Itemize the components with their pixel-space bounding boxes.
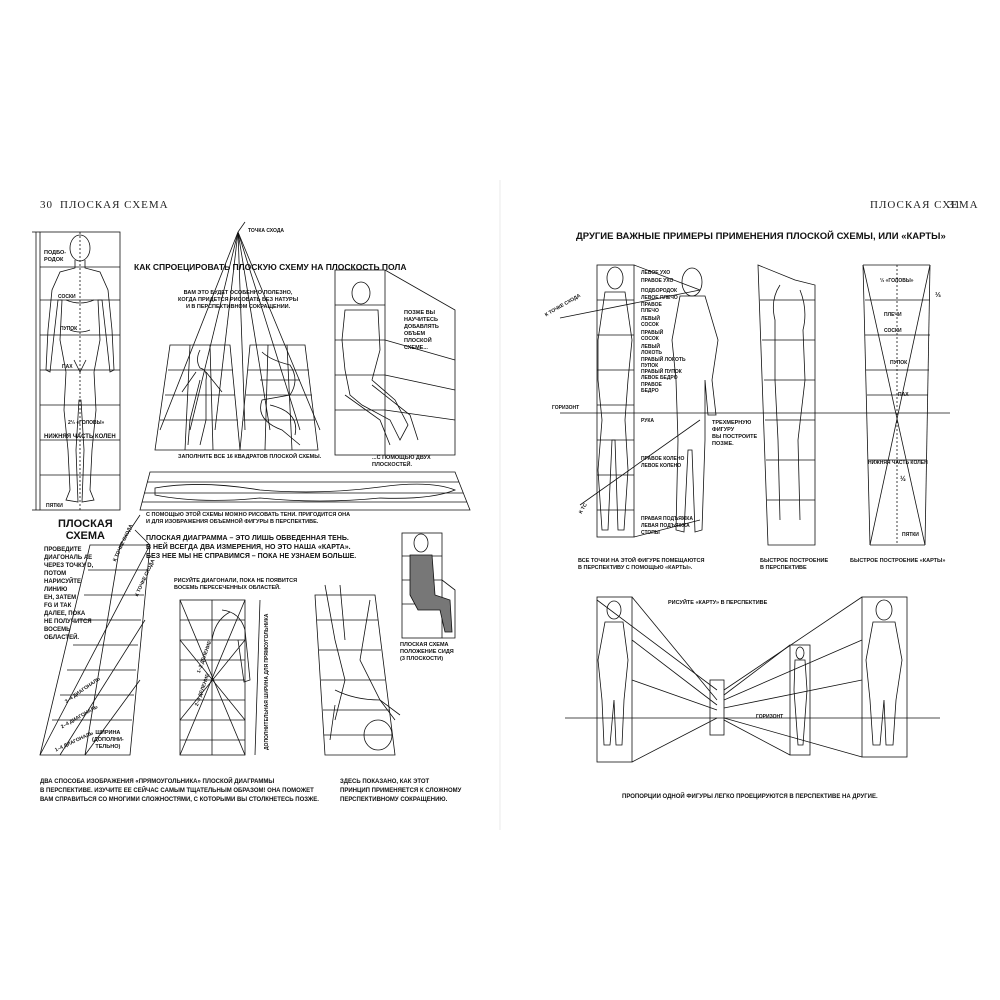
caption-quick-1: БЫСТРОЕ ПОСТРОЕНИЕ В ПЕРСПЕКТИВЕ xyxy=(760,558,829,571)
tochka-skhoda: ТОЧКА СХОДА xyxy=(248,228,285,234)
label-pupok: ПУПОК xyxy=(60,326,78,332)
bottom-caption-right: ЗДЕСЬ ПОКАЗАНО, КАК ЭТОТ ПРИНЦИП ПРИМЕНЯ… xyxy=(340,779,462,803)
body-label: ЛЕВОЕ ПЛЕЧО xyxy=(641,295,678,301)
ploskaya-shema-body: ПРОВЕДИТЕ ДИАГОНАЛЬ AE ЧЕРЕЗ ТОЧКУ D, ПО… xyxy=(44,547,94,641)
body-label: ПРАВОЕ ПЛЕЧО xyxy=(641,302,662,314)
body-label: ЛЕВОЕ КОЛЕНО xyxy=(641,463,682,469)
perspective-rect-1 xyxy=(39,514,151,756)
body-label: ПУПОК xyxy=(641,363,659,369)
label-golovy-right: ⅓ «ГОЛОВЫ» xyxy=(880,278,914,284)
horizontal-strip xyxy=(139,471,471,511)
caption-points: ВСЕ ТОЧКИ НА ЭТОЙ ФИГУРЕ ПОМЕЩАЮТСЯ В ПЕ… xyxy=(578,558,705,571)
right-running-head: ПЛОСКАЯ СХЕМА xyxy=(870,199,979,211)
body-label: ПРАВЫЙ ЛОКОТЬ xyxy=(641,357,686,363)
right-heading: ДРУГИЕ ВАЖНЫЕ ПРИМЕРЫ ПРИМЕНЕНИЯ ПЛОСКОЙ… xyxy=(576,231,946,242)
label-frac-third: ⅓ xyxy=(935,292,941,299)
label-shirina: ШИРИНА (ДОПОЛНИ- ТЕЛЬНО) xyxy=(92,730,124,750)
body-label: РУКА xyxy=(641,418,655,424)
projection-heading: КАК СПРОЕЦИРОВАТЬ ПЛОСКУЮ СХЕМУ НА ПЛОСК… xyxy=(134,262,407,272)
label-pyatki-right: ПЯТКИ xyxy=(902,532,919,538)
right-page-number: 31 xyxy=(948,199,961,211)
label-pupok-right: ПУПОК xyxy=(890,360,908,366)
left-running-head: ПЛОСКАЯ СХЕМА xyxy=(60,199,169,211)
label-gorizont-2: ГОРИЗОНТ xyxy=(756,714,784,720)
body-label: ПРАВЫЙ СОСОК xyxy=(641,330,664,342)
floor-grid-2 xyxy=(239,344,319,451)
label-pakh: ПАХ xyxy=(62,364,73,370)
quick-map xyxy=(862,264,931,546)
two-planes-figure xyxy=(334,269,456,456)
caption-diagonals: РИСУЙТЕ ДИАГОНАЛИ, ПОКА НЕ ПОЯВИТСЯ ВОСЕ… xyxy=(174,578,298,591)
body-label: ПРАВОЕ БЕДРО xyxy=(641,382,662,394)
label-pyatki: ПЯТКИ xyxy=(46,503,63,509)
label-soski-right: СОСКИ xyxy=(884,328,902,334)
caption-fill: ЗАПОЛНИТЕ ВСЕ 16 КВАДРАТОВ ПЛОСКОЙ СХЕМЫ… xyxy=(178,454,322,460)
body-label: ЛЕВАЯ ПОДЪЯЖКА xyxy=(641,523,690,529)
bottom-caption-right-page: ПРОПОРЦИИ ОДНОЙ ФИГУРЫ ЛЕГКО ПРОЕЦИРУЮТС… xyxy=(622,794,878,800)
perspective-rect-2 xyxy=(179,599,261,756)
left-page-number: 30 xyxy=(40,199,53,211)
body-label: ЛЕВОЕ БЕДРО xyxy=(641,375,678,381)
body-label: ПРАВАЯ ПОДЪЯЖКА xyxy=(641,516,693,522)
projection-diagram xyxy=(565,596,940,763)
body-label: ЛЕВЫЙ ЛОКОТЬ xyxy=(641,344,662,356)
map-figure-main xyxy=(559,264,950,538)
quick-figure xyxy=(757,264,816,546)
label-soski: СОСКИ xyxy=(58,294,76,300)
standing-figure-left xyxy=(45,234,115,503)
label-pakh-right: ПАХ xyxy=(898,392,909,398)
caption-draw-map: РИСУЙТЕ «КАРТУ» В ПЕРСПЕКТИВЕ xyxy=(668,600,768,606)
label-nizhnyaya: НИЖНЯЯ ЧАСТЬ КОЛЕН xyxy=(44,434,116,440)
bottom-caption-left: ДВА СПОСОБА ИЗОБРАЖЕНИЯ «ПРЯМОУГОЛЬНИКА»… xyxy=(40,779,319,803)
vanishing-rays xyxy=(159,221,321,431)
label-dop-shirina: ДОПОЛНИТЕЛЬНАЯ ШИРИНА ДЛЯ ПРЯМОУГОЛЬНИКА xyxy=(264,613,270,750)
ploskaya-shema-title: ПЛОСКАЯ СХЕМА xyxy=(58,518,113,542)
caption-useful: ВАМ ЭТО БУДЕТ ОСОБЕННО ПОЛЕЗНО, КОГДА ПР… xyxy=(178,290,299,310)
caption-shadows: С ПОМОЩЬЮ ЭТОЙ СХЕМЫ МОЖНО РИСОВАТЬ ТЕНИ… xyxy=(146,512,351,525)
body-label: ПРАВОЕ КОЛЕНО xyxy=(641,456,685,462)
foreshortened-figure xyxy=(314,584,401,756)
standing-figure-grid xyxy=(32,231,121,511)
caption-sitting: ПЛОСКАЯ СХЕМА ПОЛОЖЕНИЕ СИДЯ (3 ПЛОСКОСТ… xyxy=(400,642,454,662)
label-podborodok: ПОДБО- РОДОК xyxy=(44,250,67,263)
sitting-figure xyxy=(401,532,456,639)
body-label: ПРАВОЕ УХО xyxy=(641,278,674,284)
body-label: ЛЕВОЕ УХО xyxy=(641,270,671,276)
label-frac-half: ½ xyxy=(900,476,906,483)
caption-quick-2: БЫСТРОЕ ПОСТРОЕНИЕ «КАРТЫ» xyxy=(850,558,946,564)
caption-planes: ...С ПОМОЩЬЮ ДВУХ ПЛОСКОСТЕЙ. xyxy=(372,455,431,468)
label-nizhnyaya-right: НИЖНЯЯ ЧАСТЬ КОЛЕН xyxy=(868,460,928,466)
label-golovy: 2⅓ «ГОЛОВЫ» xyxy=(68,420,105,426)
body-label: ПРАВЫЙ ПУПОК xyxy=(641,369,682,375)
body-label: СТОПЫ xyxy=(641,530,660,536)
label-gorizont: ГОРИЗОНТ xyxy=(552,405,580,411)
label-plechi: ПЛЕЧИ xyxy=(884,312,902,318)
caption-flat-diagram: ПЛОСКАЯ ДИАГРАММА – ЭТО ЛИШЬ ОБВЕДЕННАЯ … xyxy=(146,535,357,560)
body-label: ПОДБОРОДОК xyxy=(641,288,678,294)
caption-three-dim: ТРЕХМЕРНУЮ ФИГУРУ ВЫ ПОСТРОИТЕ ПОЗЖЕ. xyxy=(712,420,758,447)
body-label: ЛЕВЫЙ СОСОК xyxy=(641,316,660,328)
caption-later: ПОЗЖЕ ВЫ НАУЧИТЕСЬ ДОБАВЛЯТЬ ОБЪЕМ ПЛОСК… xyxy=(404,310,439,351)
